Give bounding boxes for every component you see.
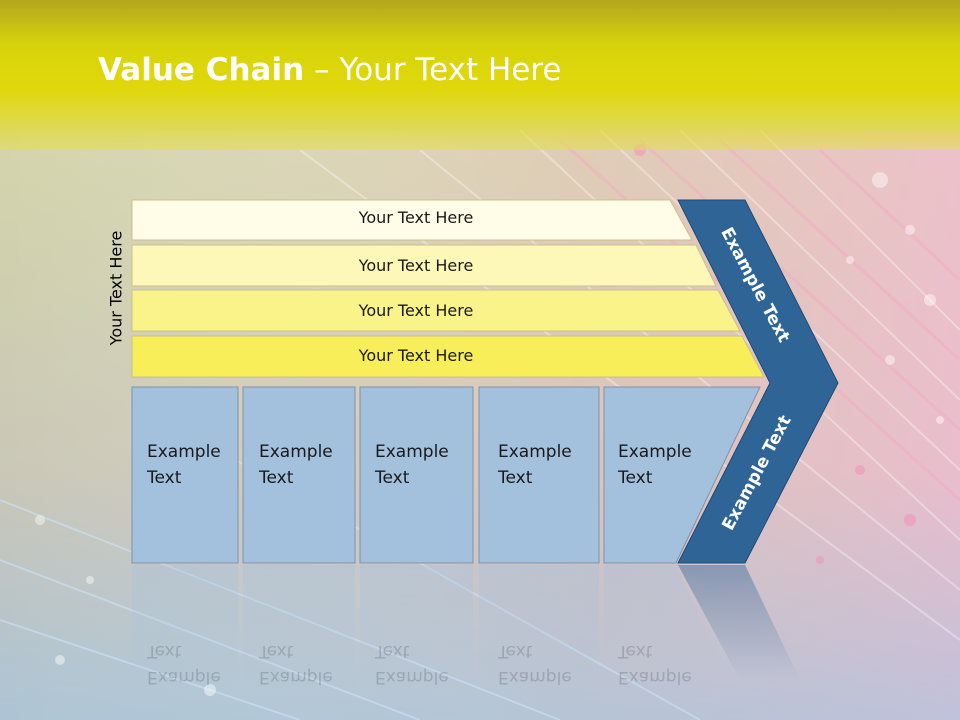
support-row-4-label: Your Text Here: [358, 346, 474, 365]
support-row-2-label: Your Text Here: [358, 256, 474, 275]
support-row-1-label: Your Text Here: [358, 208, 474, 227]
primary-box-1-label: Example Text: [147, 442, 221, 488]
primary-box-1: [131, 386, 239, 564]
support-row-3-label: Your Text Here: [358, 301, 474, 320]
support-row-3: [131, 289, 741, 332]
primary-box-2-label: Example Text: [259, 442, 333, 488]
primary-box-4-label: Example Text: [498, 442, 572, 488]
primary-box-2-reflection: Example Text: [259, 641, 333, 687]
primary-box-4-reflection: Example Text: [498, 641, 572, 687]
primary-box-1-reflection: Example Text: [147, 641, 221, 687]
title-bold: Value Chain: [98, 52, 305, 88]
support-row-1: [131, 199, 693, 241]
primary-box-4: [478, 386, 600, 564]
primary-box-3-reflection: Example Text: [375, 641, 449, 687]
primary-box-5-label: Example Text: [618, 442, 692, 488]
primary-box-3-label: Example Text: [375, 442, 449, 488]
title-band: [0, 0, 960, 150]
primary-box-5: [603, 386, 761, 564]
support-row-4: [131, 335, 765, 378]
margin-chevron: [677, 199, 839, 564]
primary-box-2: [242, 386, 356, 564]
primary-box-3: [359, 386, 474, 564]
support-row-2: [131, 244, 717, 287]
primary-box-5-reflection: Example Text: [618, 641, 692, 687]
title-rest: – Your Text Here: [304, 52, 562, 88]
slide-title: Value Chain – Your Text Here: [98, 52, 561, 88]
